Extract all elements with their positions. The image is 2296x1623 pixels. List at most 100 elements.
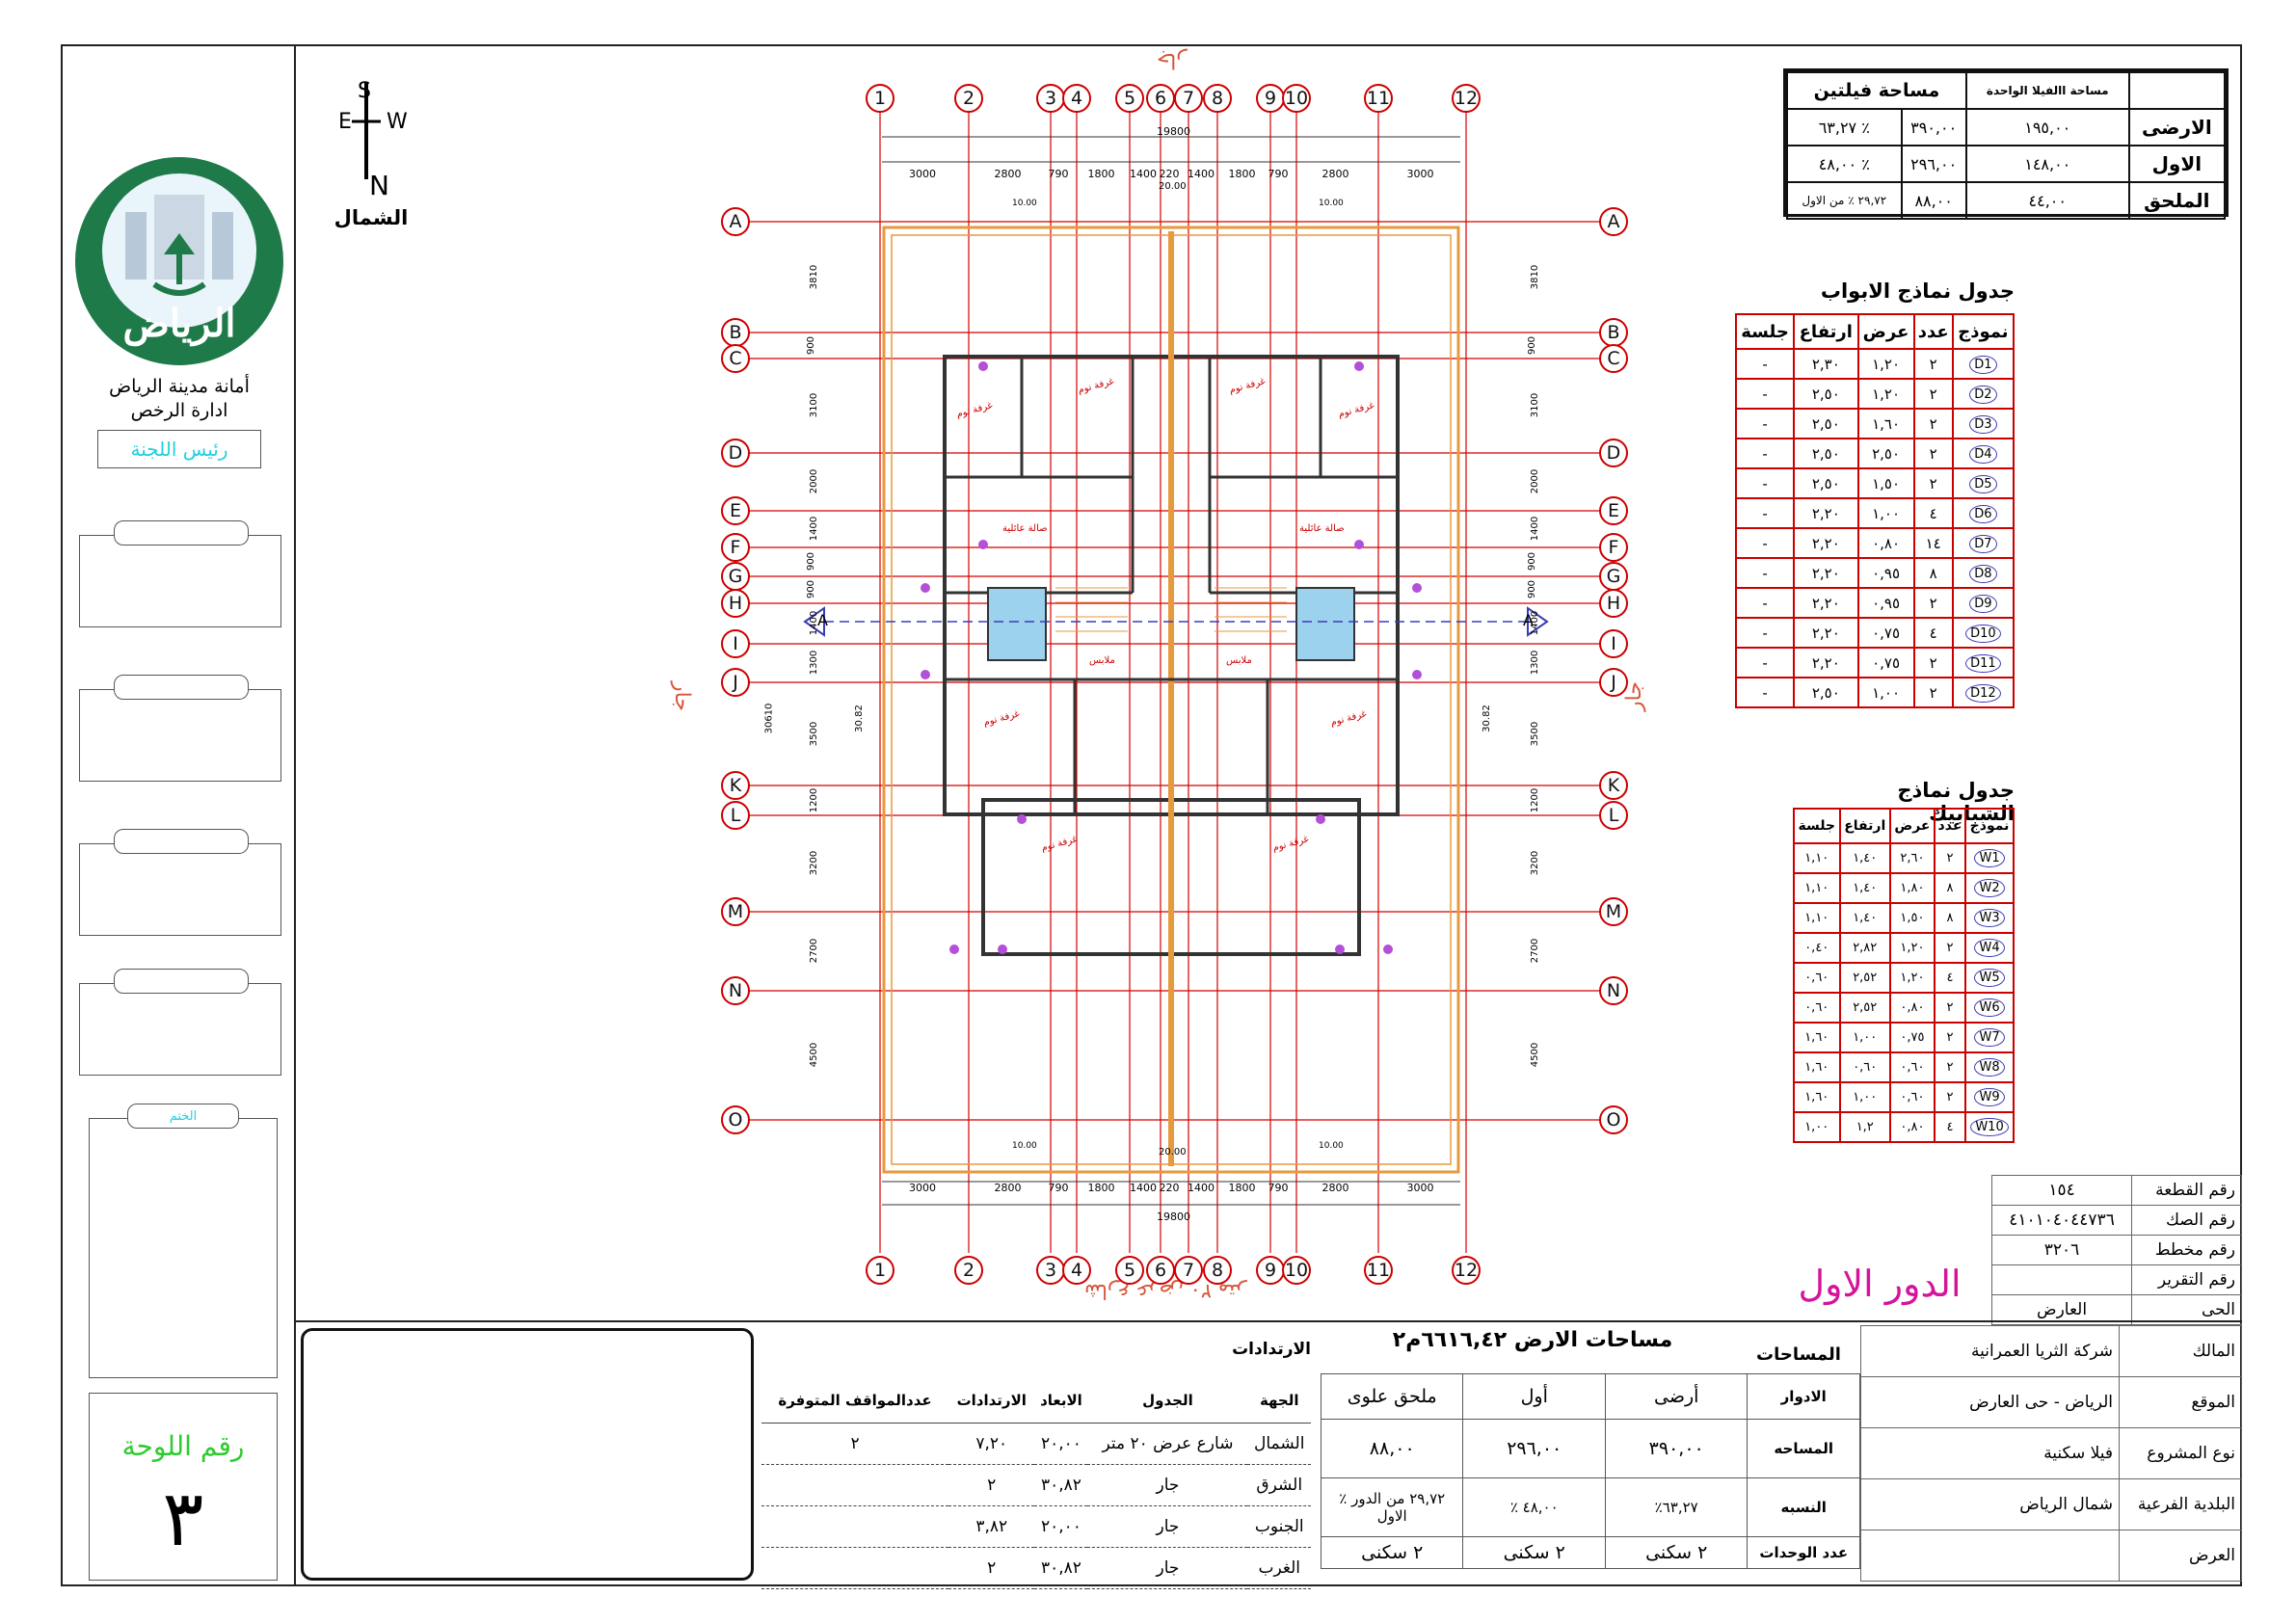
schedule-cell: ٢: [1933, 992, 1967, 1024]
schedule-cell: -: [1734, 617, 1796, 649]
plot-info-label: رقم القطعة: [2131, 1175, 2242, 1206]
type-symbol: W5: [1964, 962, 2015, 994]
type-symbol: D1: [1951, 348, 2016, 380]
schedule-cell: ١,٢: [1838, 1111, 1891, 1143]
schedule-cell: ٠,٤٠: [1793, 932, 1841, 964]
schedule-cell: ٢,٥٠: [1856, 438, 1915, 469]
schedule-cell: ٤: [1912, 617, 1954, 649]
schedule-header: ارتفاع: [1793, 313, 1859, 350]
schedule-cell: ١٤: [1912, 527, 1954, 559]
column-dimension: 1400: [1188, 1182, 1215, 1194]
sheet-number-box: [89, 1393, 278, 1581]
row-bubble-K: K: [721, 771, 750, 800]
column-bubble-10: 10: [1282, 1256, 1311, 1285]
type-symbol: W9: [1964, 1081, 2015, 1113]
row-dimension: 1400: [809, 610, 820, 636]
schedule-cell: ٢,٢٠: [1793, 617, 1859, 649]
schedule-cell: ٢: [1912, 378, 1954, 410]
plot-info-value: ٣٢٠٦: [1990, 1235, 2133, 1265]
row-dimension: 1400: [1530, 610, 1541, 636]
project-info-label: الموقع: [2119, 1376, 2242, 1428]
column-bubble-7: 7: [1174, 1256, 1203, 1285]
area-row: ٤٨,٠٠ ٪ ٢٩٦,٠٠ ١٤٨,٠٠ الاول: [1786, 145, 2227, 183]
column-bubble-7: 7: [1174, 84, 1203, 113]
schedule-header: عدد: [1933, 808, 1967, 844]
schedule-cell: ١,٦٠: [1793, 1051, 1841, 1083]
schedule-cell: ١,٢٠: [1856, 348, 1915, 380]
row-dimension: 4500: [1530, 1042, 1541, 1068]
type-symbol: D2: [1951, 378, 2016, 410]
setback-header: عددالمواقف المتوفرة: [761, 1378, 949, 1423]
row-dimension: 1300: [1530, 650, 1541, 676]
type-symbol: W4: [1964, 932, 2015, 964]
column-bubble-11: 11: [1364, 84, 1393, 113]
row-dimension: 3200: [809, 850, 820, 876]
column-bubble-8: 8: [1203, 1256, 1232, 1285]
schedule-cell: ٨: [1933, 902, 1967, 934]
neighbor-top: جار: [1157, 48, 1187, 72]
schedule-cell: -: [1734, 438, 1796, 469]
schedule-cell: ٢,٢٠: [1793, 527, 1859, 559]
schedule-cell: ١,٥٠: [1888, 902, 1936, 934]
one-villa-title: مساحة االفيلا الواحدة: [1964, 71, 2130, 110]
column-bubble-5: 5: [1115, 1256, 1144, 1285]
row-dimension: 900: [806, 551, 817, 572]
floor-plan-drawing: [737, 106, 1615, 1253]
north-label: الشمال: [334, 206, 409, 229]
project-info-value: شركة الثريا العمرانية: [1860, 1325, 2120, 1377]
schedule-cell: ٤: [1933, 1111, 1967, 1143]
area-floor: الاول: [2127, 145, 2227, 183]
bottom-total-dim: 19800: [1157, 1211, 1190, 1223]
schedule-cell: ٠,٨٠: [1888, 1111, 1936, 1143]
schedule-cell: ١,٠٠: [1838, 1081, 1891, 1113]
schedule-cell: -: [1734, 527, 1796, 559]
schedule-cell: -: [1734, 378, 1796, 410]
setback-header: الارتدادات: [948, 1378, 1035, 1423]
project-info-label: العرض: [2119, 1530, 2242, 1582]
type-symbol: D12: [1951, 677, 2016, 708]
row-bubble-N: N: [1599, 976, 1628, 1005]
row-bubble-D: D: [721, 439, 750, 467]
logo-text: الرياض: [122, 300, 236, 346]
setback-cell: ٣٠,٨٢: [1034, 1547, 1088, 1589]
column-dimension: 220: [1159, 1182, 1180, 1194]
type-symbol: D9: [1951, 587, 2016, 619]
schedule-cell: ١,٢٠: [1856, 378, 1915, 410]
door-schedule-title: جدول نماذج الابواب: [1820, 279, 2015, 303]
area-floor: الملحق: [2127, 181, 2227, 220]
schedule-header: ارتفاع: [1838, 808, 1891, 844]
column-dimension: 2800: [994, 168, 1022, 180]
schedule-cell: -: [1734, 467, 1796, 499]
row-dimension: 3810: [1530, 264, 1541, 289]
area-pct: ٢٩,٧٢ ٪ من الاول: [1786, 181, 1903, 220]
half-width-dim: 10.00: [1319, 199, 1344, 208]
schedule-cell: ٠,٧٥: [1856, 617, 1915, 649]
schedule-header: جلسة: [1793, 808, 1841, 844]
column-bubble-4: 4: [1062, 84, 1091, 113]
type-symbol: W1: [1964, 842, 2015, 874]
sheet-number-label: رقم اللوحة: [121, 1429, 245, 1462]
type-symbol: D7: [1951, 527, 2016, 559]
row-dimension: 3200: [1530, 850, 1541, 876]
column-bubble-2: 2: [954, 84, 983, 113]
areas-cell: ٪٦٣,٢٧: [1604, 1477, 1749, 1537]
schedule-cell: ٠,٦٠: [1793, 992, 1841, 1024]
row-bubble-G: G: [721, 562, 750, 591]
schedule-cell: ٢,٢٠: [1793, 587, 1859, 619]
notes-box: [301, 1328, 754, 1581]
schedule-cell: -: [1734, 557, 1796, 589]
type-symbol: D6: [1951, 497, 2016, 529]
section-marker: A: [1523, 611, 1534, 629]
row-bubble-I: I: [721, 629, 750, 658]
schedule-cell: -: [1734, 497, 1796, 529]
